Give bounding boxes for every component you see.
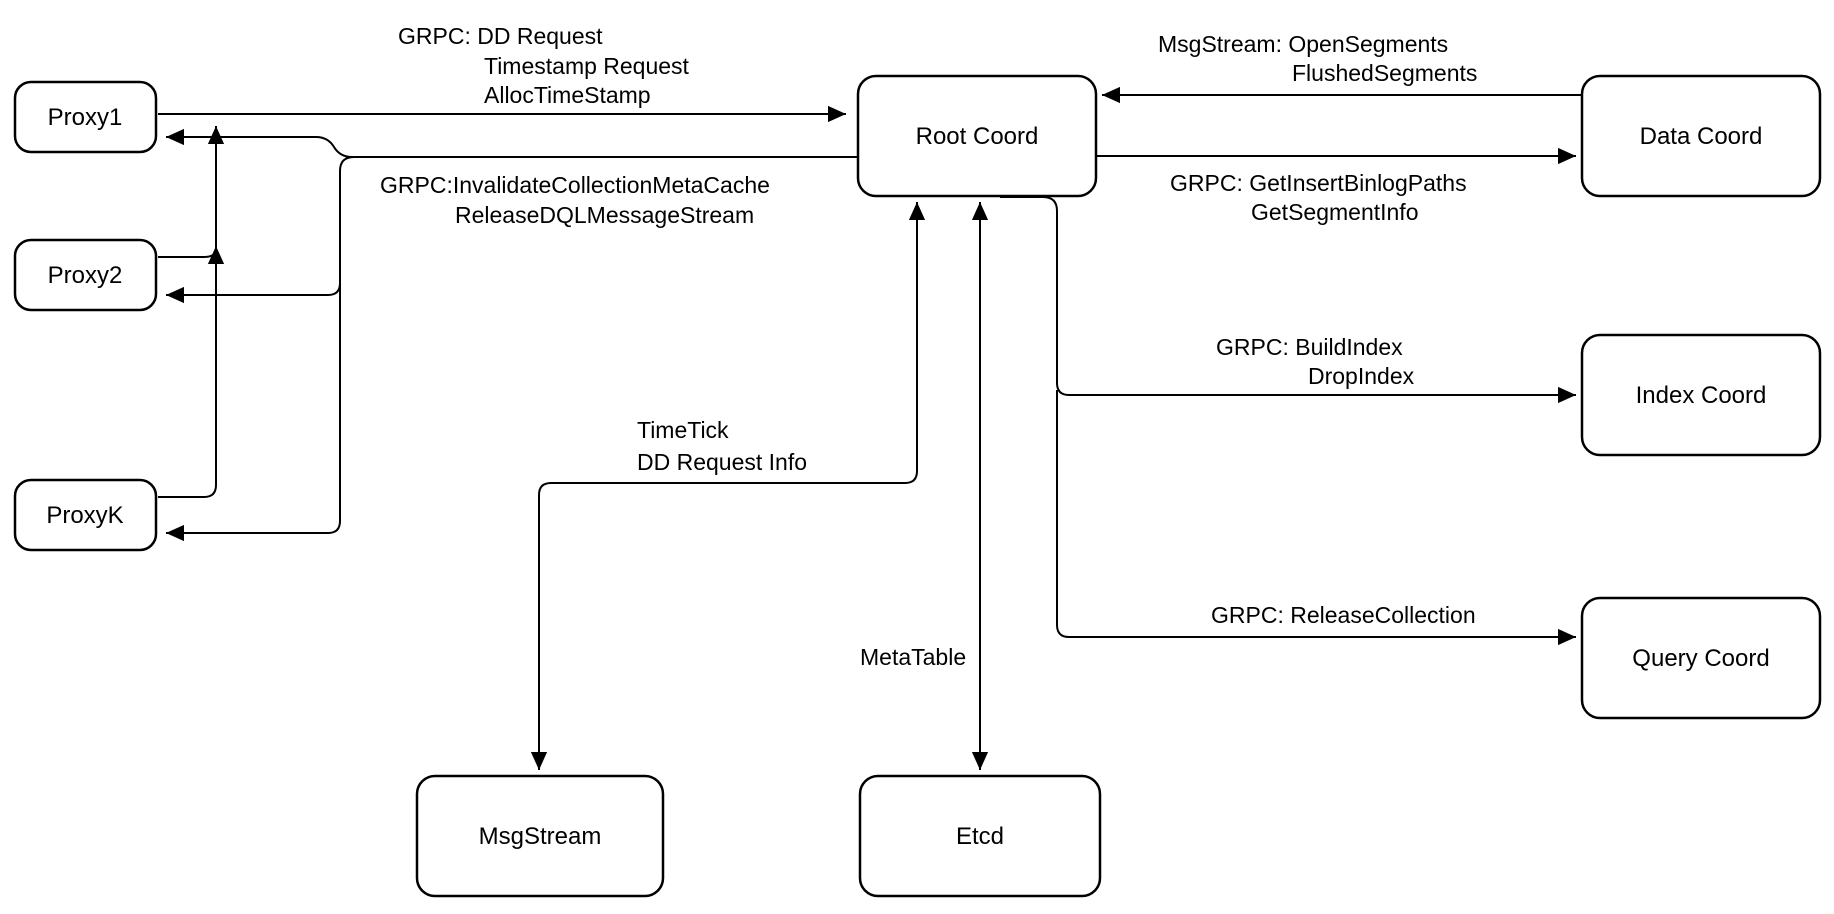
edge-labels-layer: GRPC: DD Request Timestamp Request Alloc… [380, 23, 1477, 670]
edge-rootcoord-to-indexcoord [1000, 196, 1576, 404]
node-proxyk: ProxyK [13, 478, 158, 552]
node-data-coord-label: Data Coord [1640, 123, 1763, 150]
edge-label-proxy-to-root-line3: AllocTimeStamp [484, 82, 651, 108]
node-index-coord-box [1580, 333, 1822, 457]
node-query-coord-label: Query Coord [1632, 645, 1769, 672]
node-query-coord: Query Coord [1580, 596, 1822, 720]
node-proxy1-label: Proxy1 [48, 104, 123, 131]
edge-label-proxy-to-root-line2: Timestamp Request [484, 53, 690, 79]
node-data-coord: Data Coord [1580, 74, 1822, 198]
node-msgstream-label: MsgStream [479, 823, 602, 850]
node-root-coord-label: Root Coord [916, 123, 1039, 150]
edge-label-data-to-root-line1: MsgStream: OpenSegments [1158, 31, 1448, 57]
edge-label-root-to-msgstream-line2: DD Request Info [637, 449, 807, 475]
node-msgstream: MsgStream [415, 774, 665, 898]
edge-label-proxy-to-root-line1: GRPC: DD Request [398, 23, 603, 49]
node-proxy2-label: Proxy2 [48, 262, 123, 289]
edge-label-root-to-data-line2: GetSegmentInfo [1251, 199, 1419, 225]
nodes-layer: Proxy1 Proxy2 ProxyK Root Coord Data Coo… [13, 74, 1822, 898]
edge-rootcoord-to-proxy2 [166, 156, 355, 304]
edge-proxyk-merge-up [158, 126, 225, 498]
edge-label-root-to-proxies-line2: ReleaseDQLMessageStream [455, 202, 754, 228]
edge-rootcoord-msgstream [530, 202, 926, 770]
node-proxy2: Proxy2 [13, 238, 158, 312]
edge-rootcoord-to-querycoord [1056, 390, 1576, 646]
edge-rootcoord-to-proxyk [166, 283, 341, 542]
node-proxy1: Proxy1 [13, 80, 158, 154]
edge-label-root-to-msgstream-line1: TimeTick [637, 417, 729, 443]
node-proxyk-label: ProxyK [46, 502, 123, 529]
node-proxy1-box [13, 80, 158, 154]
edge-label-root-to-etcd-line1: MetaTable [860, 644, 966, 670]
node-index-coord: Index Coord [1580, 333, 1822, 457]
edge-label-root-to-index-line1: GRPC: BuildIndex [1216, 334, 1403, 360]
node-proxy2-box [13, 238, 158, 312]
node-proxyk-box [13, 478, 158, 552]
edge-label-root-to-proxies-line1: GRPC:InvalidateCollectionMetaCache [380, 172, 770, 198]
node-root-coord-box [856, 74, 1098, 198]
edge-label-root-to-query-line1: GRPC: ReleaseCollection [1211, 602, 1476, 628]
edges-layer [158, 86, 1582, 770]
edge-rootcoord-to-proxy1 [166, 128, 858, 158]
edge-label-data-to-root-line2: FlushedSegments [1292, 60, 1477, 86]
edge-label-root-to-index-line2: DropIndex [1308, 363, 1415, 389]
node-etcd-box [858, 774, 1102, 898]
node-data-coord-box [1580, 74, 1822, 198]
node-etcd: Etcd [858, 774, 1102, 898]
node-index-coord-label: Index Coord [1636, 382, 1767, 409]
node-query-coord-box [1580, 596, 1822, 720]
edge-label-root-to-data-line1: GRPC: GetInsertBinlogPaths [1170, 170, 1467, 196]
node-root-coord: Root Coord [856, 74, 1098, 198]
edge-proxy2-merge-up [158, 246, 225, 264]
node-etcd-label: Etcd [956, 823, 1004, 850]
node-msgstream-box [415, 774, 665, 898]
